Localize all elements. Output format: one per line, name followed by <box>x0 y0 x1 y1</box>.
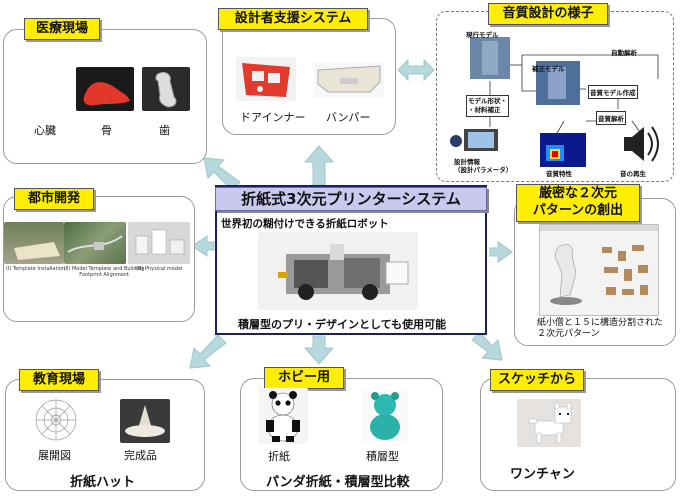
hobby-label-origami: 折紙 <box>268 450 290 463</box>
urban-photo-template <box>4 222 64 264</box>
origami-hat-photo <box>120 399 170 443</box>
development-diagram <box>35 399 77 441</box>
node-current-model: 現行モデル <box>466 31 499 39</box>
urban-caption-2: (Ⅱ) Model Template and Building Footprin… <box>64 266 145 278</box>
medical-label-heart: 心臓 <box>34 124 56 137</box>
bumper-photo <box>314 62 384 98</box>
arrow-to-urban <box>191 235 215 257</box>
education-footer: 折紙ハット <box>70 475 136 490</box>
pattern-caption: 紙小僧と１５に構造分割された ２次元パターン <box>537 318 664 339</box>
medical-title: 医療現場 <box>24 18 100 40</box>
panda-layered-photo <box>362 390 408 442</box>
speaker-icon <box>624 126 659 162</box>
door-inner-photo <box>236 57 296 101</box>
panda-origami-photo <box>258 388 308 444</box>
arrow-to-hobby <box>303 335 335 365</box>
medical-label-bone: 骨 <box>101 124 112 137</box>
urban-photo-alignment <box>64 222 126 264</box>
hobby-title: ホビー用 <box>264 367 344 389</box>
center-title: 折紙式3次元プリンターシステム <box>215 187 487 211</box>
node-sound-analysis: 音質解析 <box>596 111 626 125</box>
urban-photo-physical <box>128 222 190 264</box>
designer-title: 設計者支援システム <box>218 8 368 30</box>
urban-title: 都市開発 <box>14 188 94 210</box>
node-playback: 音の再生 <box>620 170 646 178</box>
arrow-to-education <box>189 334 227 369</box>
education-label-finished: 完成品 <box>124 449 157 462</box>
arrow-to-pattern <box>489 241 513 263</box>
origami-robot-photo <box>258 232 418 310</box>
hobby-label-layered: 積層型 <box>366 450 399 463</box>
designer-label-door: ドアインナー <box>240 111 306 124</box>
sketch-footer: ワンチャン <box>510 467 575 482</box>
education-label-development: 展開図 <box>38 449 71 462</box>
dog-model-photo <box>517 399 581 447</box>
education-panel <box>5 379 205 491</box>
node-auto-analysis: 自動解析 <box>611 49 637 57</box>
education-title: 教育現場 <box>19 369 99 391</box>
node-sound-model: 音質モデル作成 <box>588 85 638 99</box>
node-design-info: 設計情報 （設計パラメータ） <box>454 158 513 174</box>
sketch-title: スケッチから <box>490 369 584 391</box>
node-sound-char: 音質特性 <box>546 170 572 178</box>
node-shape-material: モデル形状・ ・材料補正 <box>466 95 509 117</box>
pattern-screenshot <box>539 224 659 316</box>
urban-caption-1: (Ⅰ) Template Installation <box>6 266 66 272</box>
arrow-to-sketch <box>471 331 503 361</box>
arrow-to-designer <box>303 145 335 186</box>
heart-photo <box>76 67 134 111</box>
bone-photo <box>142 67 190 111</box>
designer-label-bumper: バンパー <box>326 111 371 124</box>
medical-label-tooth: 歯 <box>159 124 170 137</box>
center-subtitle: 世界初の糊付けできる折紙ロボット <box>221 218 389 230</box>
center-caption: 積層型のプリ・デザインとしても使用可能 <box>238 318 447 331</box>
urban-caption-3: (Ⅲ) Physical model <box>136 266 183 272</box>
arrow-designer-sound <box>397 58 435 82</box>
node-corrected-model: 補正モデル <box>532 65 565 73</box>
pattern-title: 厳密な２次元 パターンの創出 <box>516 184 640 222</box>
sound-title: 音質設計の様子 <box>488 3 608 25</box>
arrow-to-medical <box>203 157 241 191</box>
hobby-footer: パンダ折紙・積層型比較 <box>266 475 410 490</box>
